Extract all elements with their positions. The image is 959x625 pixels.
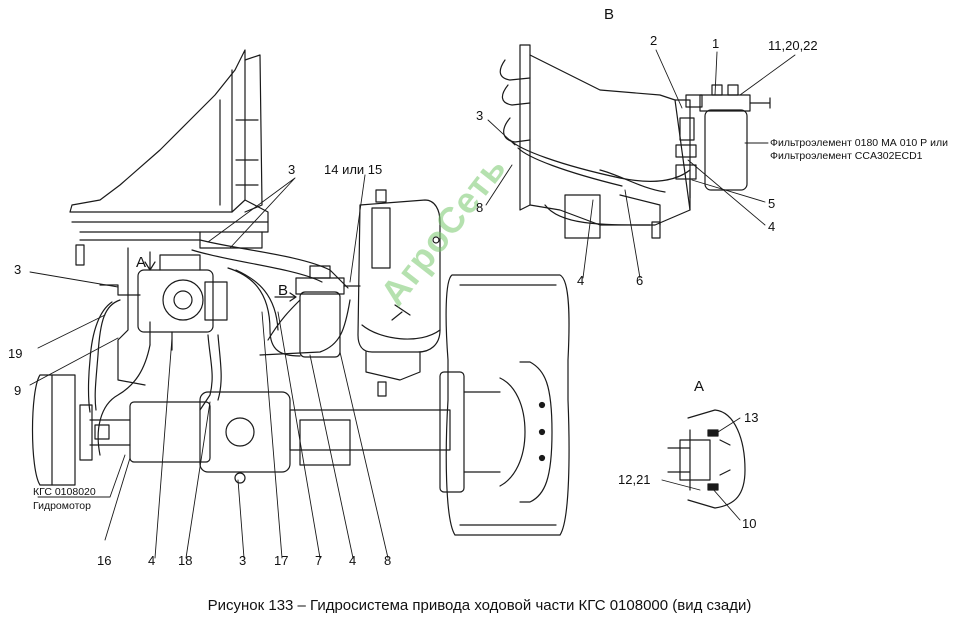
label-4-bottom-left: 4 [148,553,156,568]
drive-axle [80,392,450,483]
label-4-view-b-bottom: 4 [577,273,585,288]
figure-caption: Рисунок 133 – Гидросистема привода ходов… [207,597,752,614]
label-17: 17 [274,553,289,568]
pump-assembly [100,255,227,350]
label-2: 2 [650,33,658,48]
label-9: 9 [14,383,22,398]
view-b-heading: В [604,6,615,23]
label-16: 16 [97,553,112,568]
label-13: 13 [744,410,759,425]
view-a-marker: А [136,254,147,271]
label-10: 10 [742,516,757,531]
view-b-assembly [500,45,770,238]
label-12-21: 12,21 [618,472,651,487]
label-8-bottom: 8 [384,553,392,568]
leader-lines-main [30,175,388,558]
leader-lines-view-b [486,50,795,278]
view-b-marker: В [278,282,289,299]
label-19: 19 [8,346,23,361]
label-18: 18 [178,553,193,568]
leader-lines-view-a [662,418,740,520]
label-6: 6 [636,273,644,288]
view-a-arrow [145,252,155,270]
filter-main [296,266,360,357]
label-11-20-22: 11,20,22 [768,38,818,53]
label-7: 7 [315,553,323,568]
right-wheel [440,275,569,535]
hydraulic-tank [358,190,440,396]
view-a-heading: А [694,378,705,395]
cab-frame [70,50,268,385]
label-4-bottom-right: 4 [349,553,357,568]
label-8-view-b: 8 [476,200,484,215]
label-14-15: 14 или 15 [324,162,383,177]
view-b-arrow [275,293,296,301]
label-kgs-code: КГС 0108020 [33,486,96,498]
label-hydromotor: Гидромотор [33,500,91,512]
label-filter-element-2: Фильтроэлемент CCA302ECD1 [770,150,923,162]
label-3-bottom: 3 [239,553,247,568]
label-filter-element-1: Фильтроэлемент 0180 МА 010 Р или [770,137,948,149]
left-wheel [33,375,76,485]
label-1: 1 [712,36,720,51]
label-5: 5 [768,196,776,211]
label-4-view-b-right: 4 [768,219,776,234]
label-3-left: 3 [14,262,22,277]
label-3-top: 3 [288,162,296,177]
label-3-view-b: 3 [476,108,484,123]
view-a-detail [668,410,745,508]
